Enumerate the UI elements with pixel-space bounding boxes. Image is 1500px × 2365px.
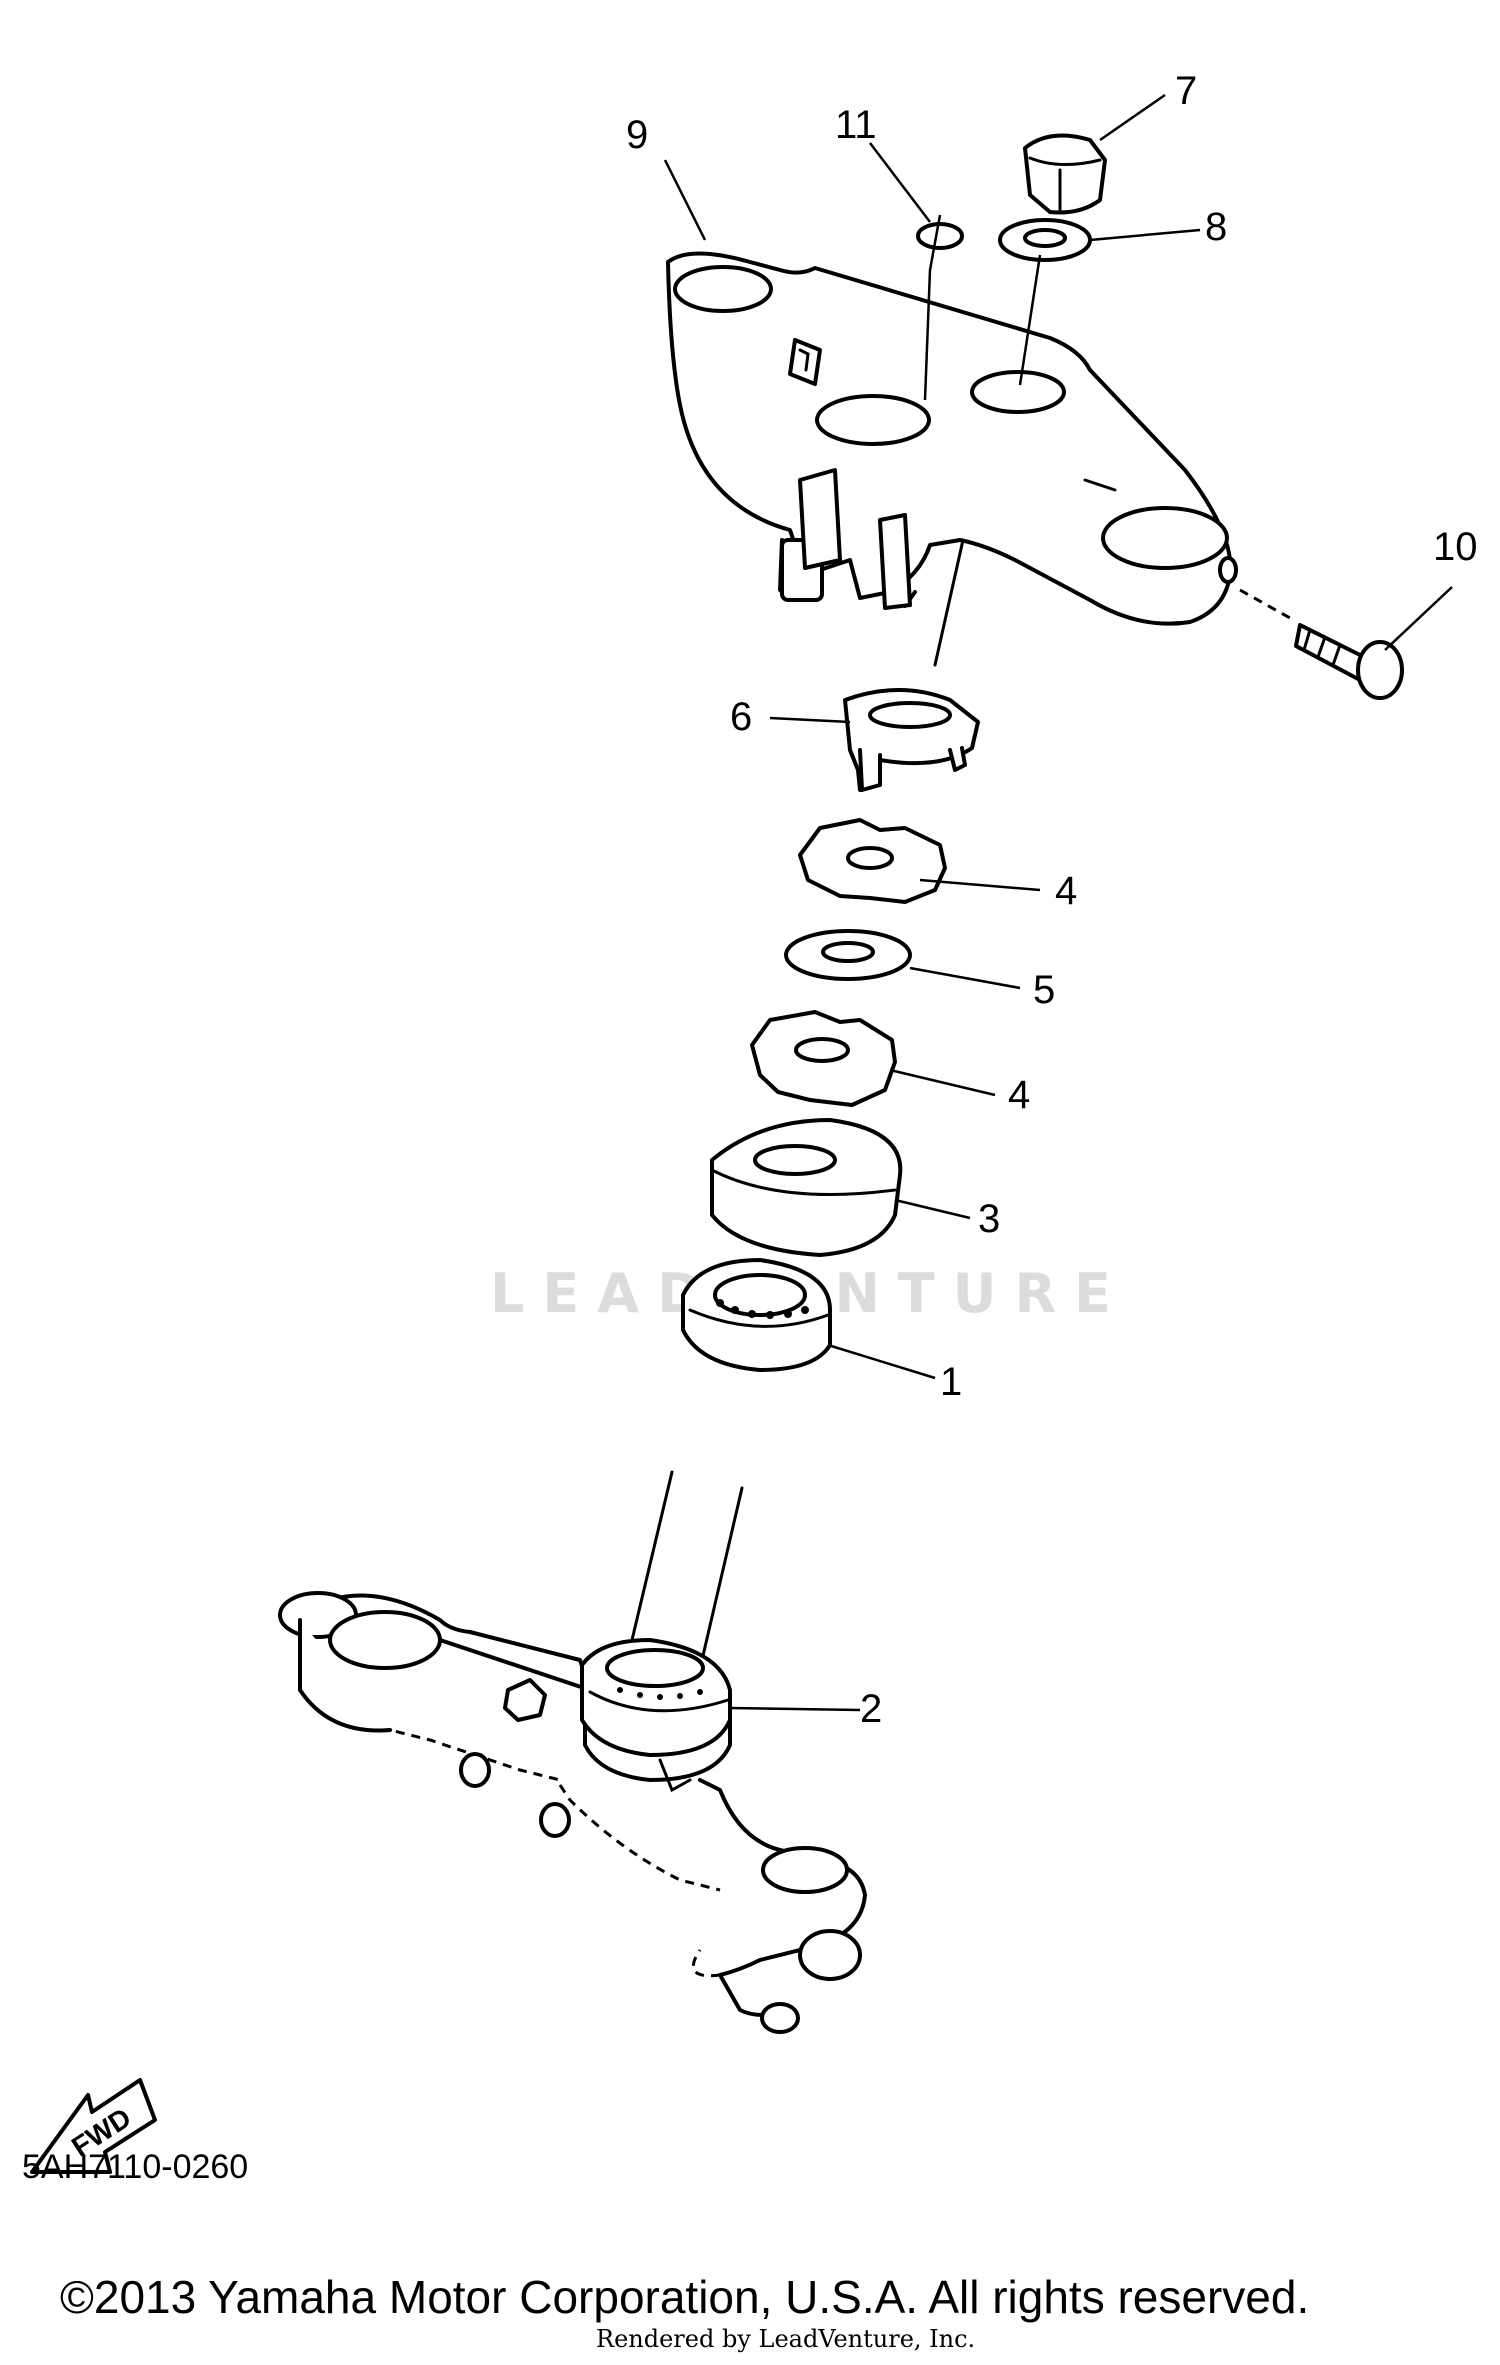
callout-10: 10 <box>1433 525 1478 569</box>
callout-5: 5 <box>1033 968 1055 1012</box>
callout-2: 2 <box>860 1687 882 1731</box>
copyright-notice: ©2013 Yamaha Motor Corporation, U.S.A. A… <box>60 2271 1310 2323</box>
callout-11: 11 <box>835 103 877 147</box>
callout-3: 3 <box>978 1197 1000 1241</box>
cap-part-11 <box>916 222 964 250</box>
bolt-part-10 <box>1294 623 1404 700</box>
upper-bracket <box>666 251 1238 626</box>
rendered-by-notice: Rendered by LeadVenture, Inc. <box>596 2325 976 2353</box>
ring-nut-lower-part-4 <box>750 1010 897 1107</box>
callout-4-lower: 4 <box>1008 1073 1030 1117</box>
callout-8: 8 <box>1205 205 1227 249</box>
nut-part-7 <box>1023 133 1107 215</box>
callout-1: 1 <box>940 1360 962 1404</box>
callout-6: 6 <box>730 695 752 739</box>
diagram-code: 5AH7110-0260 <box>22 2148 249 2186</box>
lower-bracket <box>278 1470 867 2034</box>
lock-washer-part-6 <box>843 688 980 792</box>
washer-part-8 <box>998 218 1092 262</box>
callout-7: 7 <box>1175 69 1197 113</box>
dust-seal-part-3 <box>710 1118 903 1257</box>
bearing-part-2 <box>580 1638 732 1757</box>
ring-nut-upper-part-4 <box>798 818 947 904</box>
callout-4-upper: 4 <box>1055 869 1077 913</box>
callout-9: 9 <box>626 113 648 157</box>
washer-part-5 <box>784 929 912 981</box>
bearing-part-1 <box>681 1258 832 1372</box>
